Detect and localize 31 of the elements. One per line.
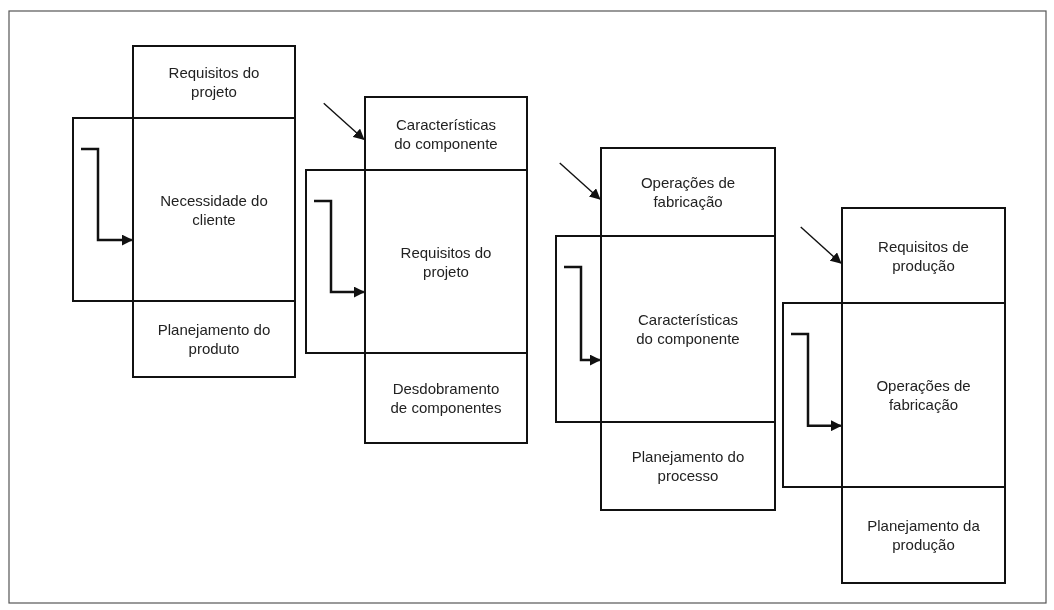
arrow <box>800 226 842 264</box>
box-label: Requisitos do projeto <box>399 242 493 281</box>
arrow <box>791 332 842 432</box>
matrix-box <box>131 299 297 379</box>
box-label: Operações de fabricação <box>639 173 737 211</box>
box-label: Requisitos do projeto <box>167 63 261 101</box>
empty-box <box>71 116 135 303</box>
box-label: Requisitos de produção <box>877 236 970 275</box>
matrix-box <box>131 44 297 120</box>
box-label: Necessidade do cliente <box>159 190 269 229</box>
matrix-box <box>363 351 529 445</box>
arrow <box>314 199 365 298</box>
matrix-box <box>840 206 1007 305</box>
empty-box <box>554 234 603 424</box>
matrix-box <box>363 95 529 172</box>
matrix-box <box>840 485 1007 585</box>
arrow <box>564 265 601 366</box>
box-label: Características do componente <box>393 114 499 153</box>
box-label: Características do componente <box>635 310 741 348</box>
empty-box <box>781 301 844 489</box>
matrix-box <box>599 420 777 512</box>
box-label: Planejamento do produto <box>157 320 271 358</box>
box-label: Planejamento do processo <box>631 447 745 485</box>
box-label: Desdobramento de componentes <box>389 379 503 417</box>
matrix-box <box>599 146 777 238</box>
box-label: Operações de fabricação <box>875 376 972 414</box>
box-label: Planejamento da produção <box>866 516 981 554</box>
arrow <box>559 162 601 200</box>
arrow <box>323 102 365 141</box>
arrow <box>81 147 133 246</box>
empty-box <box>304 168 367 355</box>
